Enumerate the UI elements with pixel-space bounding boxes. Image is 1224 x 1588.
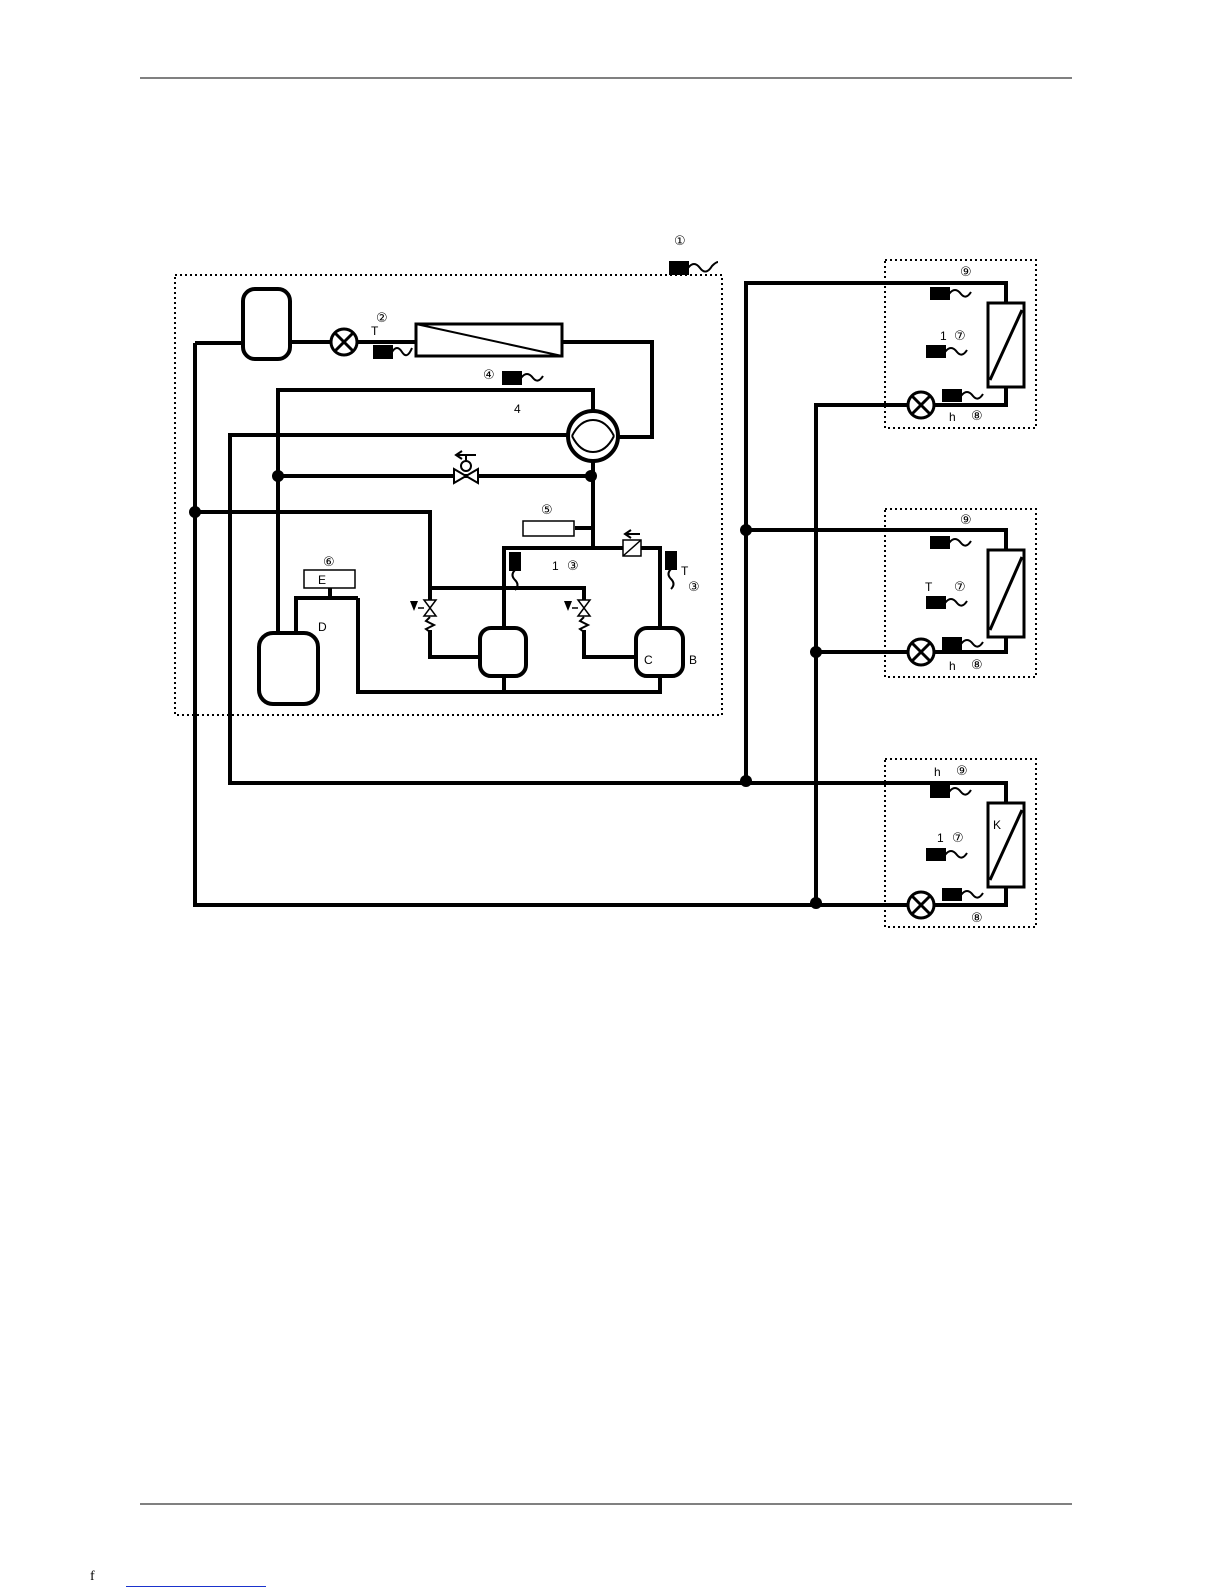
bypass-solenoid-valve <box>454 451 478 483</box>
liquid-receiver <box>243 289 290 359</box>
label-c7b: ⑦ <box>954 580 966 595</box>
sensor-iu1-9 <box>931 288 971 299</box>
temp-sensors <box>374 262 983 900</box>
iu3-coil <box>988 803 1024 887</box>
sensor-iu1-8 <box>943 390 983 401</box>
liquid-riser <box>816 405 908 905</box>
label-e: E <box>318 573 326 587</box>
label-c8b: ⑧ <box>971 658 983 673</box>
gas-branch-3 <box>746 783 1006 803</box>
label-h-iu1: h <box>949 410 956 424</box>
low-pressure-switch-box <box>304 570 355 588</box>
label-c7c: ⑦ <box>952 831 964 846</box>
compressor-1 <box>480 628 526 676</box>
sensor-hx <box>374 346 412 358</box>
sensor-4 <box>503 372 543 384</box>
label-c3b: ③ <box>688 580 700 595</box>
label-c3a: ③ <box>567 559 579 574</box>
footer-mark: f <box>90 1569 95 1585</box>
label-t-comp: T <box>681 564 689 578</box>
label-d: D <box>318 620 327 634</box>
label-c9a: ⑨ <box>960 265 972 280</box>
label-c6: ⑥ <box>323 555 335 570</box>
gas-riser <box>746 283 1006 783</box>
label-c5: ⑤ <box>541 503 553 518</box>
label-four: 4 <box>514 402 521 416</box>
label-one-iu3: 1 <box>937 831 944 845</box>
sensor-iu2-9 <box>931 537 971 548</box>
outdoor-heat-exchanger <box>416 324 562 356</box>
compressor-2 <box>636 628 683 676</box>
label-c8c: ⑧ <box>971 911 983 926</box>
cap-2 <box>584 630 636 657</box>
pressure-sensor-box <box>523 521 574 536</box>
suction-top <box>278 390 593 650</box>
label-c4: ④ <box>483 368 495 383</box>
iu1-expansion-valve <box>908 392 934 418</box>
sensor-discharge-1 <box>510 553 520 590</box>
sensor-iu3-9 <box>931 786 971 797</box>
label-t-iu2: T <box>925 580 933 594</box>
iu2-coil <box>988 550 1024 637</box>
sensor-iu2-7 <box>927 597 967 608</box>
sensor-ambient <box>670 262 718 274</box>
sensor-iu1-7 <box>927 346 967 357</box>
outdoor-expansion-valve <box>331 329 357 355</box>
iu1-coil <box>988 303 1024 387</box>
sensor-iu3-7 <box>927 849 967 860</box>
injection-valve-2 <box>564 600 590 632</box>
cap-1 <box>430 630 480 657</box>
label-c-comp: C <box>644 653 653 667</box>
label-t-hx: T <box>371 324 379 338</box>
gas-branch-2 <box>746 530 1006 550</box>
label-c9c: ⑨ <box>956 764 968 779</box>
label-h-iu2: h <box>949 659 956 673</box>
gas-line <box>230 435 746 783</box>
sensor-iu3-8 <box>943 889 983 900</box>
sensor-iu2-8 <box>943 638 983 649</box>
iu3-expansion-valve <box>908 892 934 918</box>
label-one-iu1: 1 <box>940 329 947 343</box>
four-way-valve <box>568 411 618 461</box>
label-b-comp: B <box>689 653 697 667</box>
label-k-iu3: K <box>993 818 1001 832</box>
high-pressure-switch <box>623 530 641 556</box>
injection-valve-1 <box>410 600 436 632</box>
label-h-iu3: h <box>934 765 941 779</box>
iu2-expansion-valve <box>908 639 934 665</box>
accumulator <box>259 633 318 704</box>
label-c7a: ⑦ <box>954 329 966 344</box>
label-one-comp: 1 <box>552 559 559 573</box>
sensor-discharge-2 <box>666 552 676 589</box>
label-c1: ① <box>674 234 686 249</box>
label-c9b: ⑨ <box>960 513 972 528</box>
label-c8a: ⑧ <box>971 409 983 424</box>
